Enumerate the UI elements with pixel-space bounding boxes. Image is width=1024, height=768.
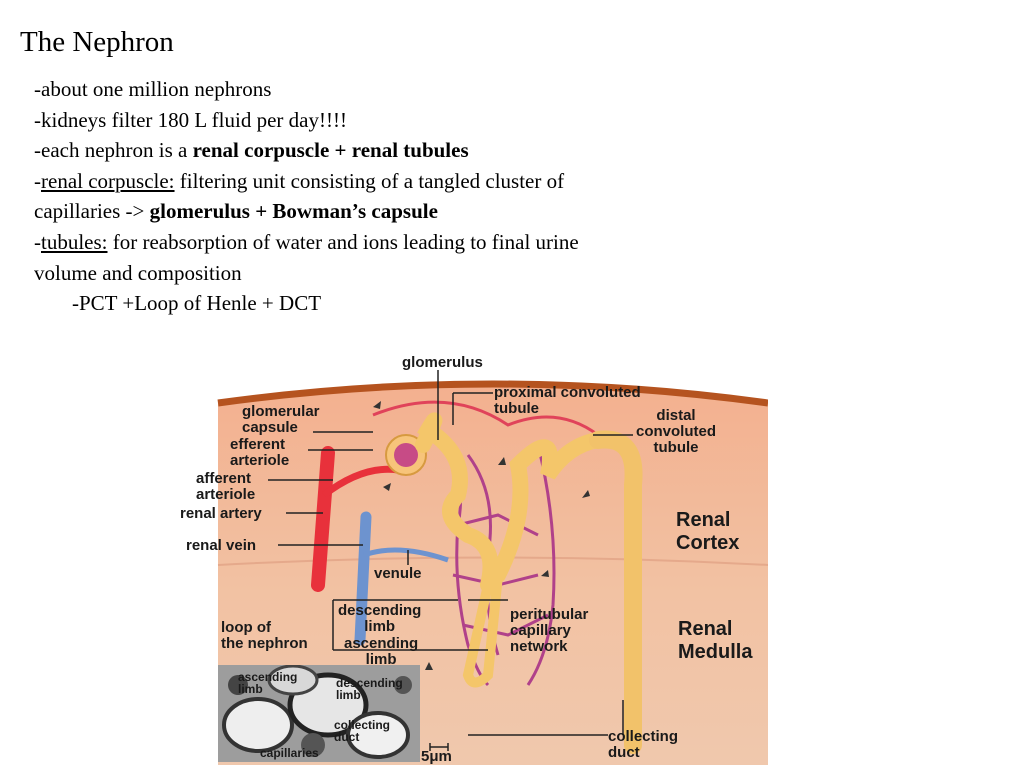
peritubular-network-label: peritubular capillary network <box>510 606 589 655</box>
loop-of-nephron-label: loop of the nephron <box>221 619 308 652</box>
loop-shape <box>462 570 503 688</box>
note-line: -about one million nephrons <box>34 77 272 101</box>
micrograph-image <box>218 665 420 762</box>
proximal-tubule-label: proximal convoluted tubule <box>494 384 641 417</box>
leader-lines <box>268 370 633 736</box>
note-line: -each nephron is a renal corpuscle + ren… <box>34 138 469 163</box>
note-line: -PCT +Loop of Henle + DCT <box>72 291 322 316</box>
distal-tubule-shape <box>490 432 606 583</box>
micro-collecting-label: collecting duct <box>334 718 391 744</box>
efferent-arteriole-label: efferent arteriole <box>230 436 290 469</box>
collecting-duct-label: collecting duct <box>608 728 679 761</box>
slide-title: The Nephron <box>20 26 174 58</box>
proximal-tubule-shape <box>415 412 499 593</box>
micro-capillaries-label: capillaries <box>260 746 319 760</box>
renal-medulla-label: Renal Medulla <box>678 618 753 663</box>
renal-vein-shape <box>354 511 372 646</box>
renal-artery-shape <box>311 446 335 592</box>
renal-cortex-label: Renal Cortex <box>676 509 740 554</box>
renal-vein-label: renal vein <box>186 537 257 554</box>
ascending-limb-label: ascending limb <box>344 635 419 668</box>
glomerulus-label: glomerulus <box>402 354 483 371</box>
afferent-arteriole-label: afferent arteriole <box>196 470 256 503</box>
kidney-capsule-edge <box>217 380 768 407</box>
micrograph-inset: ascending limb descending limb collectin… <box>218 665 420 762</box>
glomerular-capsule-label: glomerular capsule <box>242 403 320 436</box>
scale-label: 5μm <box>421 748 452 765</box>
renal-artery-label: renal artery <box>180 505 262 522</box>
note-line: -tubules: for reabsorption of water and … <box>34 229 579 285</box>
venule-label: venule <box>374 565 422 582</box>
micro-ascending-label: ascending limb <box>238 670 298 696</box>
nephron-diagram: ascending limb descending limb collectin… <box>168 345 768 765</box>
descending-limb-label: descending limb <box>338 602 422 635</box>
venule-shape <box>363 547 449 563</box>
micro-descending-label: descending limb <box>336 676 403 702</box>
note-line: -renal corpuscle: filtering unit consist… <box>34 168 565 224</box>
collecting-duct-shape <box>589 430 643 754</box>
note-line: -kidneys filter 180 L fluid per day!!!! <box>34 107 347 132</box>
distal-tubule-label: distal convoluted tubule <box>636 407 717 456</box>
efferent-capillary <box>372 400 599 437</box>
glomerulus-shape <box>394 443 418 467</box>
flow-arrows <box>373 401 590 670</box>
slide-notes: -about one million nephrons -kidneys fil… <box>34 74 579 319</box>
